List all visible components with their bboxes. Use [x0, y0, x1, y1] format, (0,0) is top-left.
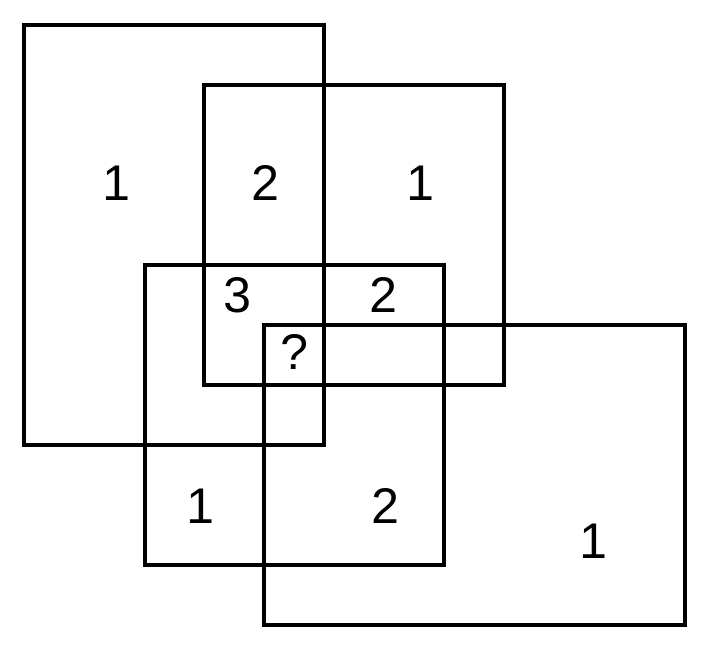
region-label-a-only: 1 [102, 155, 130, 211]
rectangle-d [262, 323, 687, 627]
rectangle-c [143, 263, 446, 567]
region-label-b-only: 1 [406, 155, 434, 211]
region-label-cd: 2 [371, 478, 399, 534]
rectangle-b [202, 83, 506, 387]
region-label-abc: 3 [223, 267, 251, 323]
region-label-d-only: 1 [579, 513, 607, 569]
rectangle-a [22, 23, 326, 447]
region-label-ab: 2 [251, 155, 279, 211]
region-label-unknown: ? [280, 324, 308, 380]
region-label-c-only: 1 [186, 478, 214, 534]
region-label-bc: 2 [369, 267, 397, 323]
